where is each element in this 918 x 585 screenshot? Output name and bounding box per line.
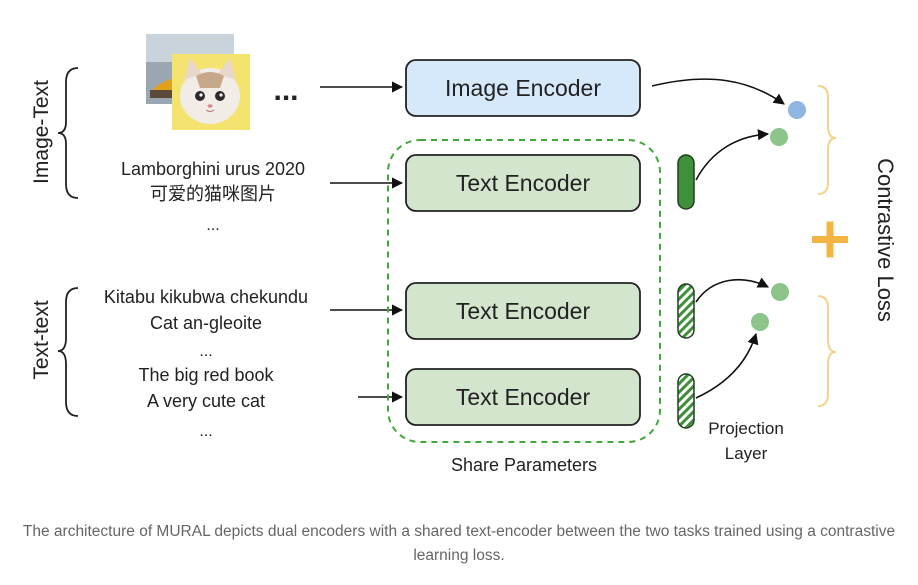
arrow-projection-to-embedding-3	[695, 332, 759, 399]
share-parameters-label: Share Parameters	[451, 455, 597, 475]
brace-image-text	[57, 67, 79, 199]
text-embedding-dot-1	[770, 128, 788, 146]
input-text-lamborghini: Lamborghini urus 2020	[121, 159, 305, 179]
brace-loss-text-text	[817, 295, 837, 407]
shared-parameters-region	[387, 139, 661, 443]
plus-icon	[812, 221, 848, 258]
input-ellipsis-1: ...	[206, 217, 219, 234]
contrastive-loss-label: Contrastive Loss	[873, 158, 898, 322]
brace-text-text	[57, 287, 79, 417]
input-text-very-cute-cat: A very cute cat	[147, 391, 265, 411]
arrow-projection-to-embedding-1	[695, 129, 770, 181]
text-embedding-dot-2	[771, 283, 789, 301]
text-encoder-label-3: Text Encoder	[456, 384, 591, 410]
projection-layer-label-line2: Layer	[725, 444, 768, 463]
group-label-image-text: Image-Text	[30, 80, 53, 184]
image-encoder-box	[405, 59, 641, 117]
image-embedding-dot	[788, 101, 806, 119]
brace-loss-image-text	[817, 85, 837, 195]
input-ellipsis-3: ...	[199, 423, 212, 440]
images-ellipsis: ...	[273, 74, 298, 107]
image-encoder-label: Image Encoder	[445, 75, 601, 101]
text-embedding-dot-3	[751, 313, 769, 331]
figure-caption: The architecture of MURAL depicts dual e…	[22, 523, 896, 564]
text-encoder-box-2	[405, 282, 641, 340]
text-encoder-label-2: Text Encoder	[456, 298, 591, 324]
input-ellipsis-2: ...	[199, 343, 212, 360]
arrow-projection-to-embedding-2	[695, 277, 770, 303]
projection-layer-solid	[677, 154, 695, 210]
projection-layer-hatched-2	[677, 373, 695, 429]
group-label-text-text: Text-text	[30, 300, 53, 380]
projection-layer-label-line1: Projection	[708, 419, 784, 438]
input-text-cat-gleoite: Cat an-gleoite	[150, 313, 262, 333]
projection-layer-hatched-1	[677, 283, 695, 339]
text-encoder-box-1	[405, 154, 641, 212]
text-encoder-label-1: Text Encoder	[456, 170, 591, 196]
architecture-diagram: Image-Text Text-text ... Lamborghini uru…	[30, 34, 898, 475]
image-thumbnails-icon	[146, 34, 250, 130]
text-encoder-box-3	[405, 368, 641, 426]
arrow-image-encoder-to-embedding	[651, 78, 785, 105]
input-text-chinese: 可爱的猫咪图片	[150, 184, 276, 204]
input-text-big-red-book: The big red book	[138, 365, 274, 385]
input-text-kitabu: Kitabu kikubwa chekundu	[104, 287, 308, 307]
